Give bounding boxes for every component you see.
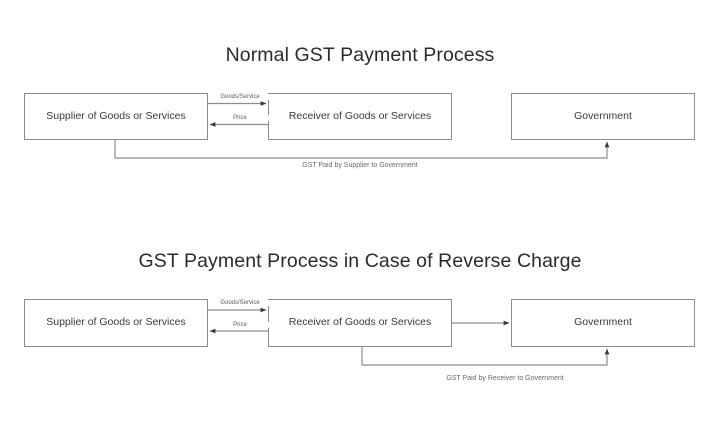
edge-label-goods-service-normal: Goods/Service [208, 94, 272, 100]
arrow-gst-receiver-to-government [361, 347, 610, 366]
edge-label-gst-paid-receiver: GST Paid by Receiver to Government [446, 375, 564, 382]
node-receiver-normal: Receiver of Goods or Services [268, 93, 452, 140]
edge-label-price-normal: Price [208, 115, 272, 121]
node-receiver-reverse: Receiver of Goods or Services [268, 299, 452, 347]
node-government-normal: Government [511, 93, 695, 140]
edge-label-gst-paid-supplier: GST Paid by Supplier to Government [302, 162, 418, 169]
node-government-reverse: Government [511, 299, 695, 347]
node-supplier-reverse: Supplier of Goods or Services [24, 299, 208, 347]
arrow-gst-supplier-to-government [114, 140, 610, 159]
edge-label-goods-service-reverse: Goods/Service [208, 300, 272, 306]
edge-label-price-reverse: Price [208, 322, 272, 328]
diagram-title-reverse-charge: GST Payment Process in Case of Reverse C… [138, 250, 582, 272]
node-supplier-normal: Supplier of Goods or Services [24, 93, 208, 140]
diagram-title-normal: Normal GST Payment Process [225, 44, 495, 66]
